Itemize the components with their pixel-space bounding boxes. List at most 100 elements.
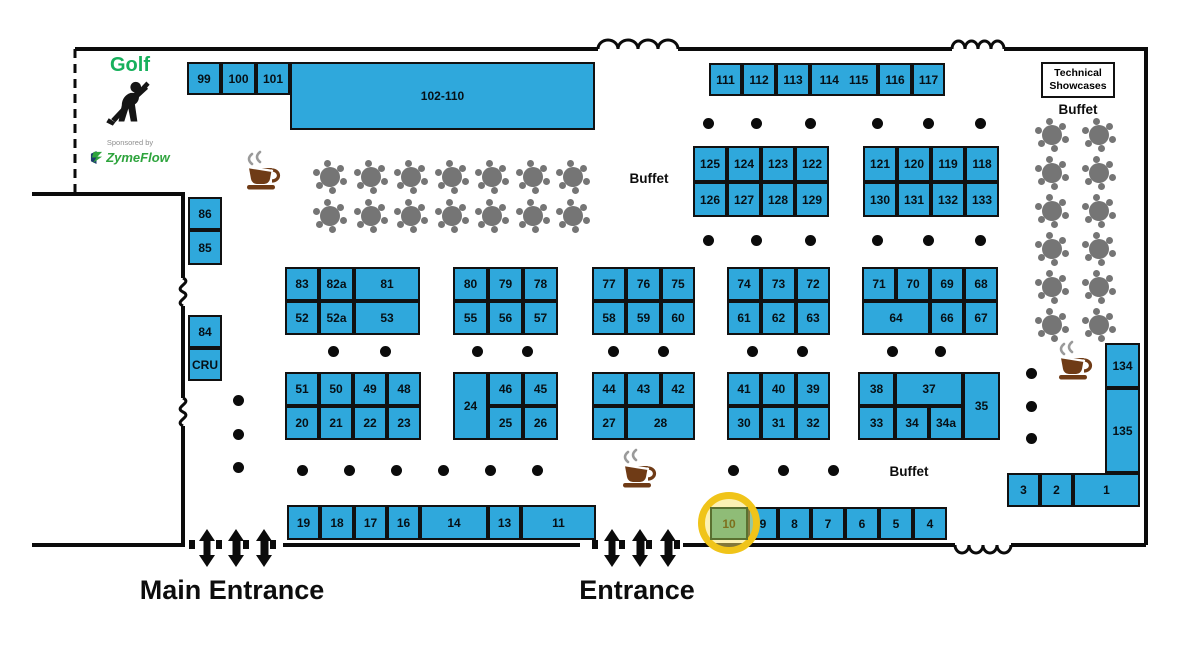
- booth-34[interactable]: 34: [895, 406, 929, 440]
- booth-85[interactable]: 85: [188, 230, 222, 265]
- booth-23[interactable]: 23: [387, 406, 421, 440]
- booth-7[interactable]: 7: [811, 507, 845, 540]
- booth-78[interactable]: 78: [523, 267, 558, 301]
- booth-129[interactable]: 129: [795, 182, 829, 217]
- booth-22[interactable]: 22: [353, 406, 387, 440]
- booth-35[interactable]: 35: [963, 372, 1000, 440]
- booth-76[interactable]: 76: [626, 267, 661, 301]
- booth-80[interactable]: 80: [453, 267, 488, 301]
- booth-52a[interactable]: 52a: [319, 301, 354, 335]
- booth-10[interactable]: 10: [710, 507, 748, 540]
- booth-81[interactable]: 81: [354, 267, 420, 301]
- booth-4[interactable]: 4: [913, 507, 947, 540]
- booth-59[interactable]: 59: [626, 301, 661, 335]
- booth-122[interactable]: 122: [795, 146, 829, 182]
- booth-37[interactable]: 37: [895, 372, 963, 406]
- booth-60[interactable]: 60: [661, 301, 695, 335]
- booth-21[interactable]: 21: [319, 406, 353, 440]
- booth-74[interactable]: 74: [727, 267, 761, 301]
- booth-40[interactable]: 40: [761, 372, 796, 406]
- booth-124[interactable]: 124: [727, 146, 761, 182]
- booth-82a[interactable]: 82a: [319, 267, 354, 301]
- booth-68[interactable]: 68: [964, 267, 998, 301]
- booth-131[interactable]: 131: [897, 182, 931, 217]
- booth-58[interactable]: 58: [592, 301, 626, 335]
- booth-31[interactable]: 31: [761, 406, 796, 440]
- booth-27[interactable]: 27: [592, 406, 626, 440]
- booth-19[interactable]: 19: [287, 505, 320, 540]
- booth-53[interactable]: 53: [354, 301, 420, 335]
- booth-63[interactable]: 63: [796, 301, 830, 335]
- booth-28[interactable]: 28: [626, 406, 695, 440]
- booth-33[interactable]: 33: [858, 406, 895, 440]
- booth-25[interactable]: 25: [488, 406, 523, 440]
- booth-38[interactable]: 38: [858, 372, 895, 406]
- booth-CRU[interactable]: CRU: [188, 348, 222, 381]
- booth-72[interactable]: 72: [796, 267, 830, 301]
- booth-30[interactable]: 30: [727, 406, 761, 440]
- booth-64[interactable]: 64: [862, 301, 930, 335]
- booth-39[interactable]: 39: [796, 372, 830, 406]
- booth-113[interactable]: 113: [776, 63, 810, 96]
- booth-79[interactable]: 79: [488, 267, 523, 301]
- booth-42[interactable]: 42: [661, 372, 695, 406]
- booth-34a[interactable]: 34a: [929, 406, 963, 440]
- booth-84[interactable]: 84: [188, 315, 222, 348]
- booth-132[interactable]: 132: [931, 182, 965, 217]
- booth-43[interactable]: 43: [626, 372, 661, 406]
- booth-114-115[interactable]: 114 115: [810, 63, 878, 96]
- booth-116[interactable]: 116: [878, 63, 912, 96]
- booth-133[interactable]: 133: [965, 182, 999, 217]
- booth-14[interactable]: 14: [420, 505, 488, 540]
- booth-48[interactable]: 48: [387, 372, 421, 406]
- booth-125[interactable]: 125: [693, 146, 727, 182]
- booth-51[interactable]: 51: [285, 372, 319, 406]
- booth-45[interactable]: 45: [523, 372, 558, 406]
- booth-83[interactable]: 83: [285, 267, 319, 301]
- booth-1[interactable]: 1: [1073, 473, 1140, 507]
- booth-56[interactable]: 56: [488, 301, 523, 335]
- booth-99[interactable]: 99: [187, 62, 221, 95]
- booth-8[interactable]: 8: [778, 507, 811, 540]
- booth-119[interactable]: 119: [931, 146, 965, 182]
- booth-117[interactable]: 117: [912, 63, 945, 96]
- booth-41[interactable]: 41: [727, 372, 761, 406]
- booth-66[interactable]: 66: [930, 301, 964, 335]
- booth-100[interactable]: 100: [221, 62, 256, 95]
- booth-3[interactable]: 3: [1007, 473, 1040, 507]
- booth-2[interactable]: 2: [1040, 473, 1073, 507]
- booth-86[interactable]: 86: [188, 197, 222, 230]
- booth-77[interactable]: 77: [592, 267, 626, 301]
- booth-101[interactable]: 101: [256, 62, 290, 95]
- booth-134[interactable]: 134: [1105, 343, 1140, 388]
- booth-50[interactable]: 50: [319, 372, 353, 406]
- booth-17[interactable]: 17: [354, 505, 387, 540]
- booth-70[interactable]: 70: [896, 267, 930, 301]
- booth-16[interactable]: 16: [387, 505, 420, 540]
- booth-24[interactable]: 24: [453, 372, 488, 440]
- booth-112[interactable]: 112: [742, 63, 776, 96]
- booth-102-110[interactable]: 102-110: [290, 62, 595, 130]
- booth-55[interactable]: 55: [453, 301, 488, 335]
- booth-73[interactable]: 73: [761, 267, 796, 301]
- booth-11[interactable]: 11: [521, 505, 596, 540]
- booth-69[interactable]: 69: [930, 267, 964, 301]
- booth-49[interactable]: 49: [353, 372, 387, 406]
- booth-120[interactable]: 120: [897, 146, 931, 182]
- booth-128[interactable]: 128: [761, 182, 795, 217]
- booth-75[interactable]: 75: [661, 267, 695, 301]
- booth-18[interactable]: 18: [320, 505, 354, 540]
- booth-5[interactable]: 5: [879, 507, 913, 540]
- booth-126[interactable]: 126: [693, 182, 727, 217]
- booth-32[interactable]: 32: [796, 406, 830, 440]
- booth-118[interactable]: 118: [965, 146, 999, 182]
- booth-13[interactable]: 13: [488, 505, 521, 540]
- booth-127[interactable]: 127: [727, 182, 761, 217]
- booth-135[interactable]: 135: [1105, 388, 1140, 473]
- booth-130[interactable]: 130: [863, 182, 897, 217]
- booth-6[interactable]: 6: [845, 507, 879, 540]
- booth-20[interactable]: 20: [285, 406, 319, 440]
- booth-111[interactable]: 111: [709, 63, 742, 96]
- booth-57[interactable]: 57: [523, 301, 558, 335]
- booth-61[interactable]: 61: [727, 301, 761, 335]
